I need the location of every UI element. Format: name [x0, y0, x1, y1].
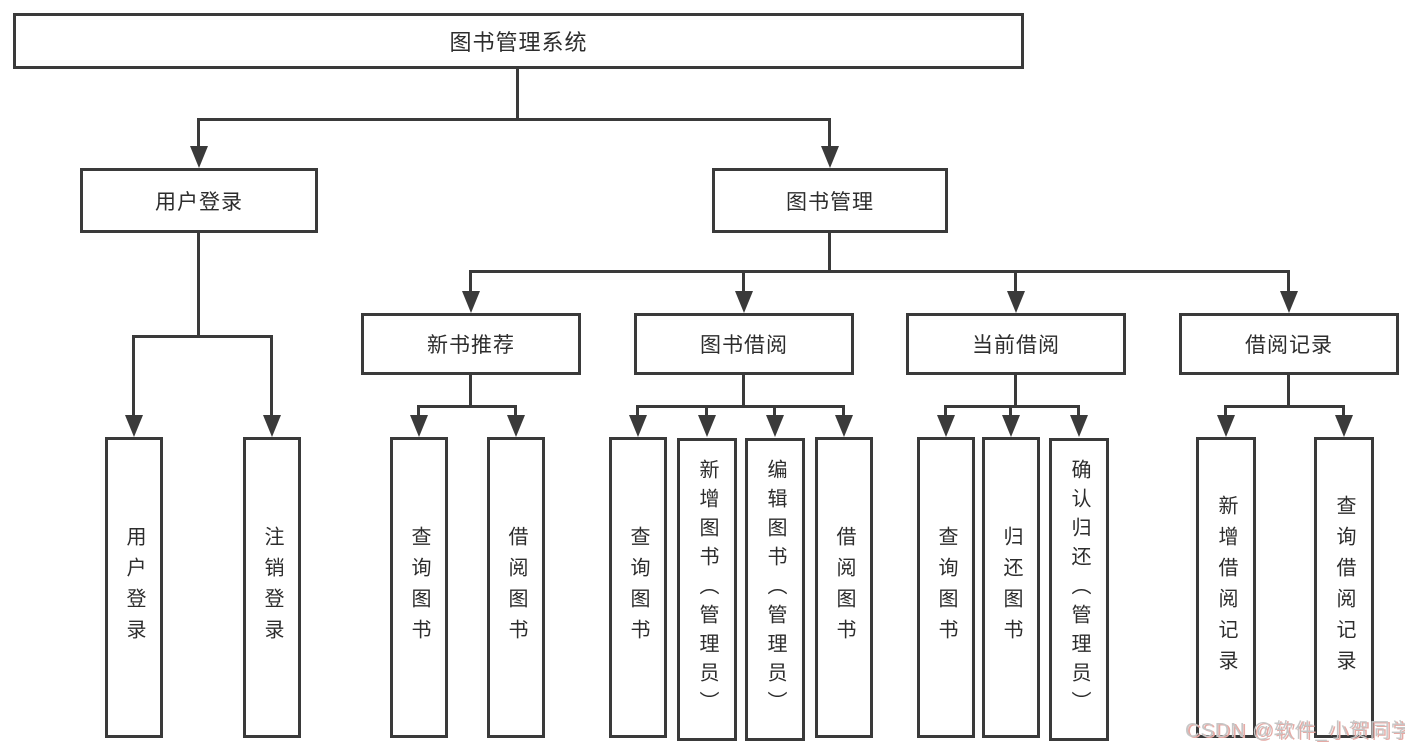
- arrow-down-icon: [462, 291, 480, 313]
- arrow-down-icon: [937, 415, 955, 437]
- arrow-down-icon: [410, 415, 428, 437]
- arrow-down-icon: [735, 291, 753, 313]
- node-library-system: 图书管理系统: [13, 13, 1024, 69]
- leaf-query-books-recommend: 查询图书: [390, 437, 448, 738]
- leaf-confirm-return-admin: 确认归还（管理员）: [1049, 438, 1109, 741]
- connector-line: [132, 335, 273, 338]
- arrow-down-icon: [190, 146, 208, 168]
- leaf-query-books-current: 查询图书: [917, 437, 975, 738]
- leaf-add-book-admin: 新增图书（管理员）: [677, 438, 737, 741]
- csdn-watermark: CSDN @软件_小贺同学: [1185, 720, 1405, 742]
- connector-line: [270, 335, 273, 417]
- leaf-logout: 注销登录: [243, 437, 301, 738]
- connector-line: [197, 118, 831, 121]
- connector-line: [828, 118, 831, 150]
- leaf-user-login: 用户登录: [105, 437, 163, 738]
- connector-line: [1009, 405, 1012, 418]
- leaf-add-borrow-record: 新增借阅记录: [1196, 437, 1256, 738]
- connector-line: [1342, 405, 1345, 418]
- connector-line: [1287, 375, 1290, 408]
- connector-line: [742, 270, 745, 295]
- connector-line: [773, 405, 776, 418]
- connector-line: [828, 233, 831, 273]
- node-book-management: 图书管理: [712, 168, 948, 233]
- leaf-borrow-books-borrowing: 借阅图书: [815, 437, 873, 738]
- arrow-down-icon: [263, 415, 281, 437]
- arrow-down-icon: [507, 415, 525, 437]
- leaf-return-book: 归还图书: [982, 437, 1040, 738]
- node-borrow-records: 借阅记录: [1179, 313, 1399, 375]
- connector-line: [636, 405, 845, 408]
- arrow-down-icon: [1280, 291, 1298, 313]
- leaf-query-books-borrowing: 查询图书: [609, 437, 667, 738]
- connector-line: [1077, 405, 1080, 418]
- connector-line: [842, 405, 845, 418]
- arrow-down-icon: [835, 415, 853, 437]
- connector-line: [469, 375, 472, 408]
- connector-line: [516, 69, 519, 121]
- connector-line: [1287, 270, 1290, 295]
- connector-line: [197, 118, 200, 150]
- connector-line: [469, 270, 472, 295]
- arrow-down-icon: [629, 415, 647, 437]
- arrow-down-icon: [821, 146, 839, 168]
- connector-line: [1224, 405, 1345, 408]
- connector-line: [705, 405, 708, 418]
- arrow-down-icon: [1007, 291, 1025, 313]
- arrow-down-icon: [1217, 415, 1235, 437]
- node-book-borrowing: 图书借阅: [634, 313, 854, 375]
- connector-line: [742, 375, 745, 408]
- arrow-down-icon: [1002, 415, 1020, 437]
- arrow-down-icon: [125, 415, 143, 437]
- connector-line: [944, 405, 1080, 408]
- leaf-borrow-books-recommend: 借阅图书: [487, 437, 545, 738]
- connector-line: [1014, 270, 1017, 295]
- arrow-down-icon: [766, 415, 784, 437]
- leaf-edit-book-admin: 编辑图书（管理员）: [745, 438, 805, 741]
- node-new-book-recommend: 新书推荐: [361, 313, 581, 375]
- connector-line: [944, 405, 947, 418]
- connector-line: [636, 405, 639, 418]
- connector-line: [469, 270, 1290, 273]
- leaf-query-borrow-record: 查询借阅记录: [1314, 437, 1374, 738]
- node-current-borrowing: 当前借阅: [906, 313, 1126, 375]
- arrow-down-icon: [1070, 415, 1088, 437]
- connector-line: [197, 233, 200, 338]
- arrow-down-icon: [1335, 415, 1353, 437]
- connector-line: [1014, 375, 1017, 408]
- connector-line: [514, 405, 517, 418]
- node-user-login: 用户登录: [80, 168, 318, 233]
- connector-line: [417, 405, 420, 418]
- arrow-down-icon: [698, 415, 716, 437]
- connector-line: [417, 405, 517, 408]
- connector-line: [132, 335, 135, 417]
- connector-line: [1224, 405, 1227, 418]
